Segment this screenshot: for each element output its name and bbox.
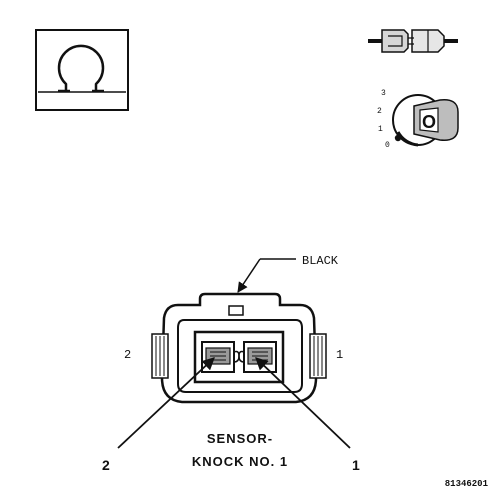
terminal-cavity-1 [243, 341, 277, 373]
sensor-connector [151, 292, 327, 404]
figure-id: 81346201 [445, 479, 489, 489]
connector-right-ribs [309, 333, 327, 379]
connector-disconnected-icon [368, 29, 458, 53]
callout-number-1: 1 [352, 457, 360, 473]
leader-line-pin-2 [117, 357, 215, 449]
ohmmeter-icon [35, 29, 129, 111]
ignition-position-2: 2 [377, 107, 382, 116]
component-label-line-2: KNOCK NO. 1 [192, 454, 288, 469]
component-label-line-1: SENSOR- [207, 431, 273, 446]
ignition-position-1: 1 [378, 125, 383, 134]
connector-color-callout: BLACK [237, 254, 339, 293]
ignition-position-0: 0 [385, 141, 390, 150]
pin-side-number-2: 2 [124, 348, 131, 362]
leader-line-pin-1 [255, 357, 351, 449]
terminal-cavity-2 [201, 341, 235, 373]
ignition-key-off-icon: 3 2 1 0 O [377, 89, 459, 150]
connector-left-ribs [151, 333, 169, 379]
callout-number-2: 2 [102, 457, 110, 473]
connector-color-label: BLACK [302, 254, 339, 268]
pin-side-number-1: 1 [336, 348, 343, 362]
ignition-key-symbol: O [422, 112, 436, 132]
ignition-position-3: 3 [381, 89, 386, 98]
